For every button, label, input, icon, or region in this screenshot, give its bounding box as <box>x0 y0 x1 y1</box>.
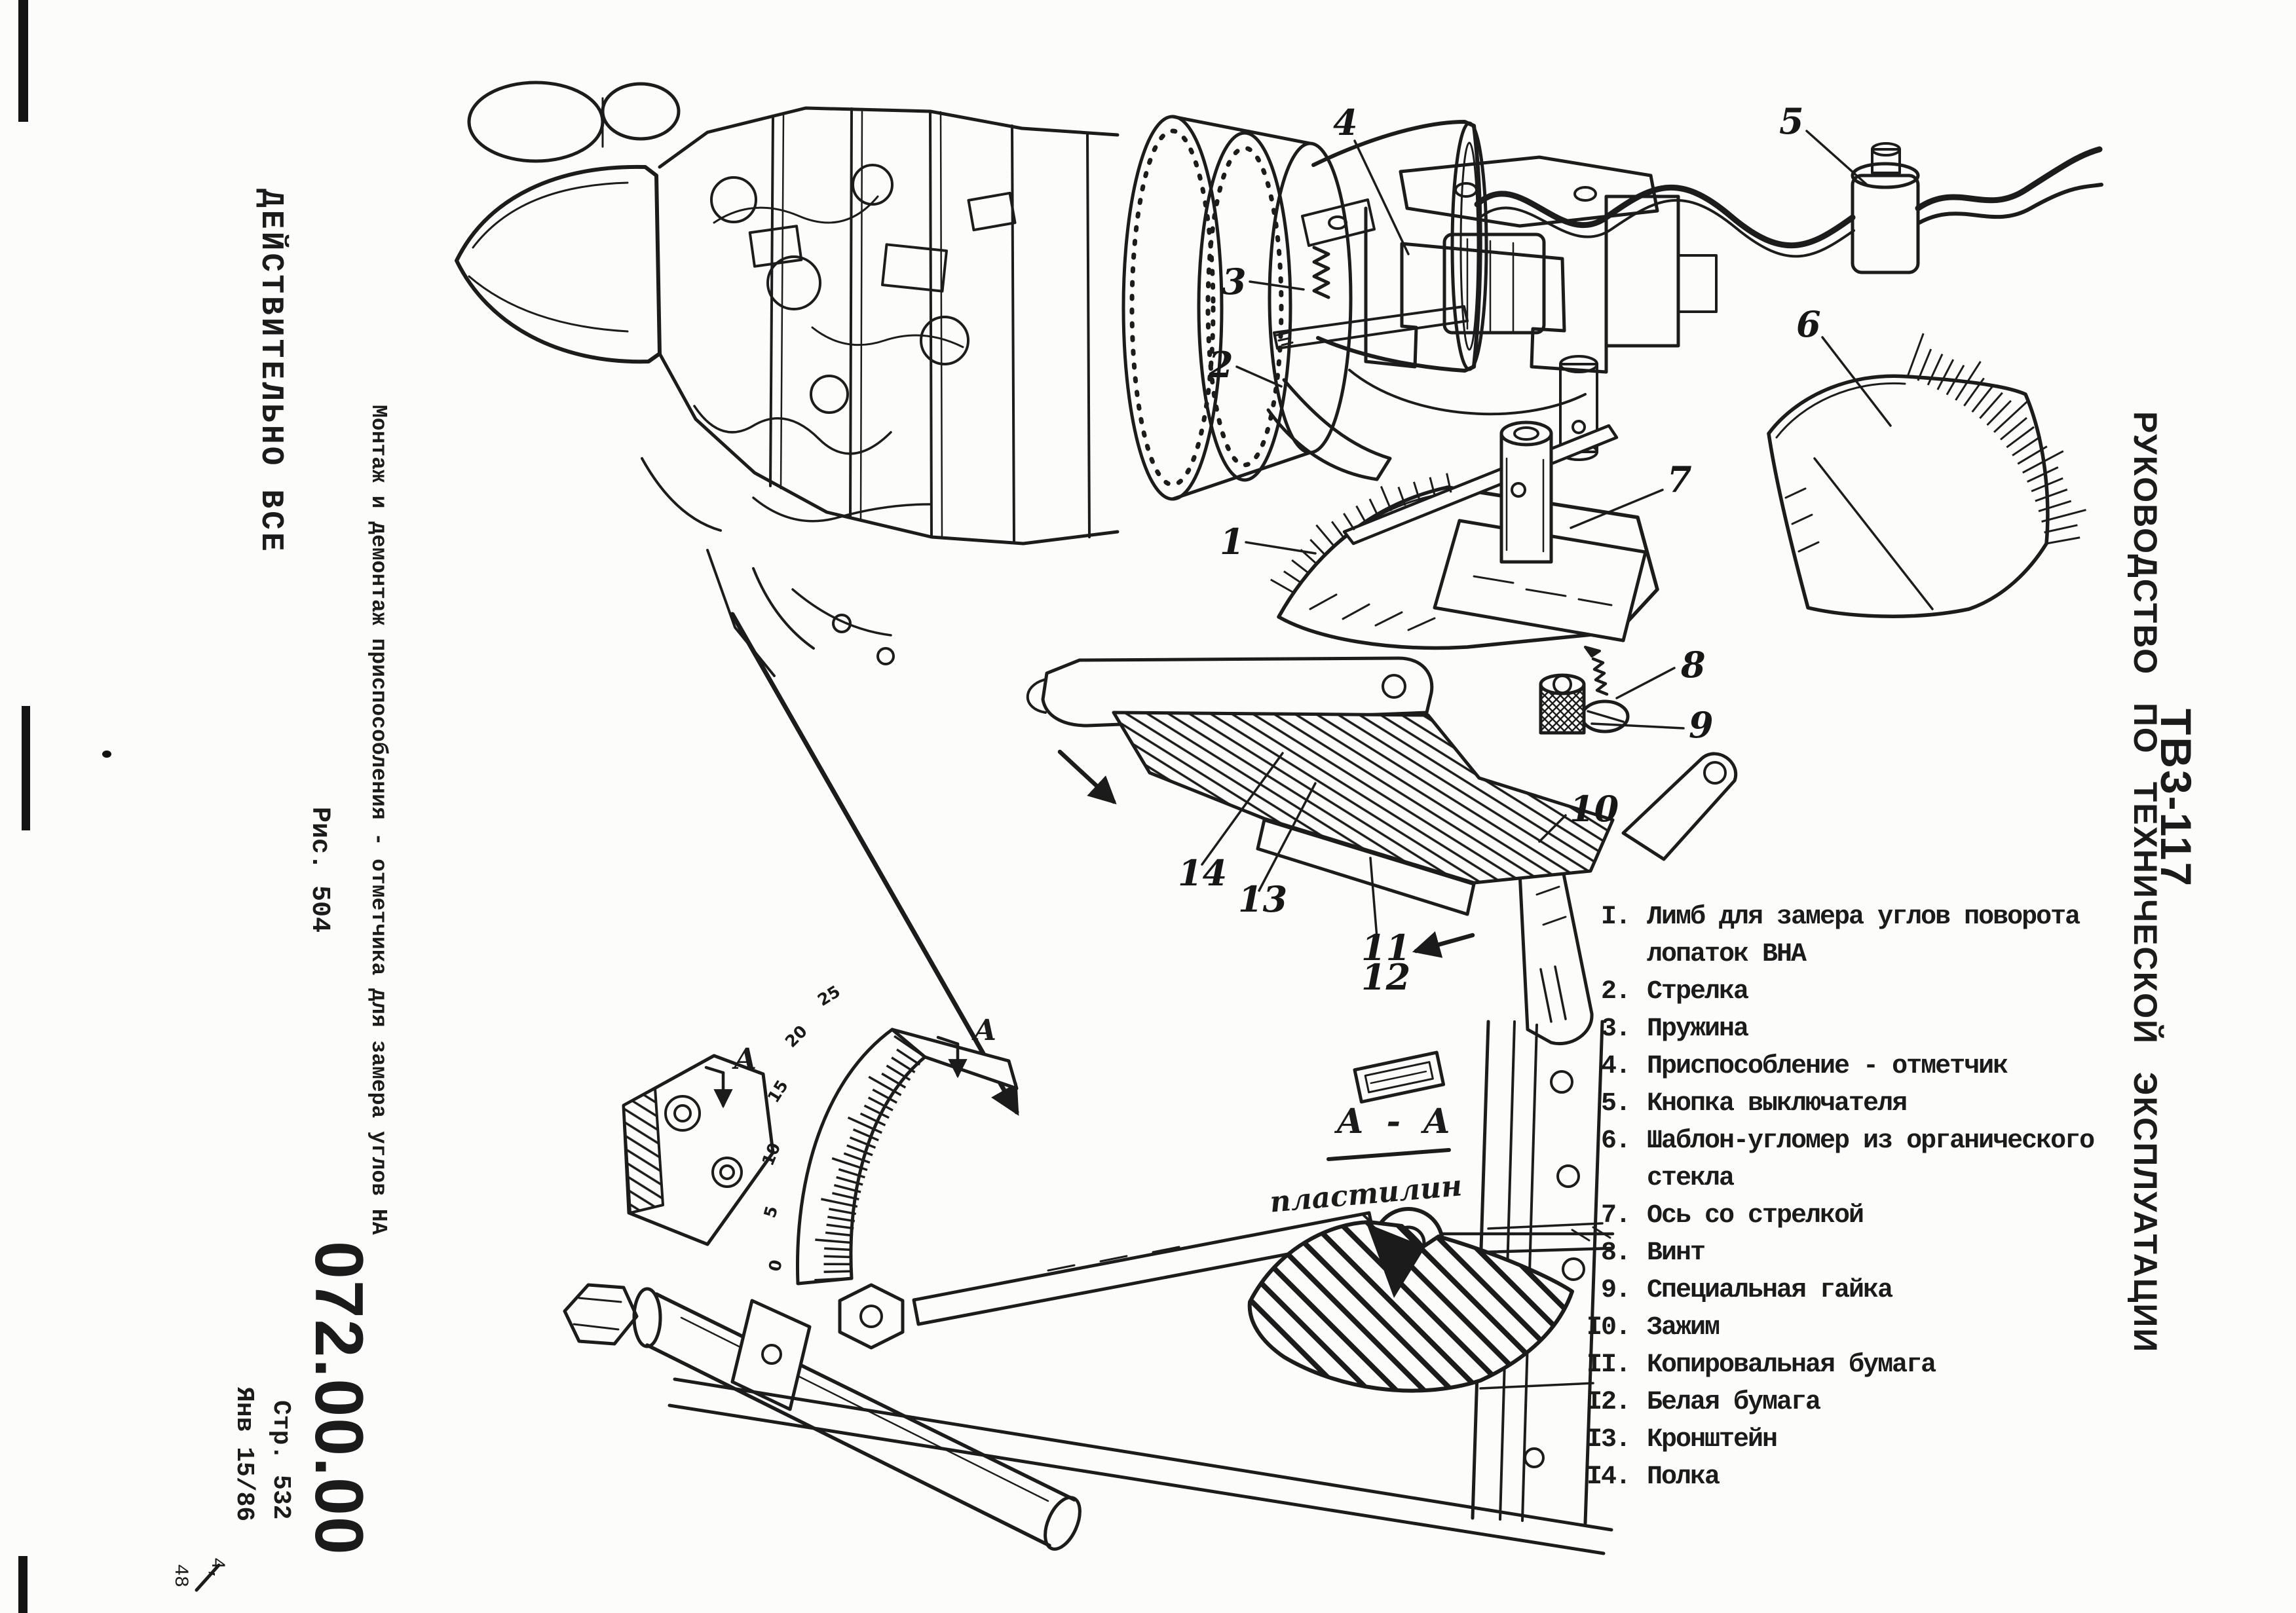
callout-14: 14 <box>1178 852 1228 894</box>
parts-list-item-number: I3. <box>1586 1425 1631 1455</box>
callout-10: 10 <box>1570 788 1619 830</box>
parts-list-item-number: I0. <box>1586 1313 1631 1343</box>
marker-device-exploded <box>1273 142 2103 1046</box>
figure-caption: Монтаж и демонтаж приспособления - отмет… <box>366 405 390 1235</box>
parts-list-item-number: I2. <box>1586 1388 1631 1417</box>
parts-list-item-13: I3. Кронштейн <box>1570 1421 2211 1458</box>
callout-7: 7 <box>1667 458 1692 500</box>
parts-list-item-number: 2. <box>1600 977 1631 1007</box>
parts-list-item-5: 5. Кнопка выключателя <box>1570 1085 2211 1122</box>
parts-list-item-text: стекла <box>1647 1164 1735 1193</box>
callout-2: 2 <box>1209 344 1233 386</box>
corner-mark-2: 48 <box>169 1564 191 1588</box>
sector-scale-ticks <box>814 1035 926 1282</box>
callout-4: 4 <box>1333 102 1358 143</box>
parts-list-item-text: Белая бумага <box>1647 1388 1821 1417</box>
parts-list-item-text: лопаток ВНА <box>1647 940 1807 969</box>
parts-list-item-text: Полка <box>1647 1462 1720 1492</box>
parts-list-item-6: стекла <box>1570 1160 2211 1197</box>
parts-list-item-number: 7. <box>1600 1201 1631 1231</box>
parts-list-item-14: I4. Полка <box>1570 1458 2211 1496</box>
parts-list: I. Лимб для замера углов поворота лопаток … <box>1570 899 2211 1496</box>
parts-list-item-text: Специальная гайка <box>1647 1276 1893 1305</box>
callout-13: 13 <box>1238 878 1288 920</box>
figure-number: Рис. 504 <box>305 807 334 933</box>
parts-list-item-7: 7. Ось со стрелкой <box>1570 1197 2211 1234</box>
limb-scale-ticks <box>1270 473 1452 594</box>
engine-drawing <box>455 81 1488 677</box>
parts-list-item-number: 6. <box>1600 1126 1631 1156</box>
parts-list-item-1: I. Лимб для замера углов поворота <box>1570 899 2211 936</box>
template-scale-ticks <box>1906 333 2086 545</box>
detail-arrow <box>730 612 1019 1116</box>
parts-list-item-text: Лимб для замера углов поворота <box>1647 902 2080 932</box>
parts-list-item-number: 9. <box>1600 1276 1631 1305</box>
parts-list-item-text: Кронштейн <box>1647 1425 1778 1455</box>
parts-list-item-text: Пружина <box>1647 1014 1749 1044</box>
callout-6: 6 <box>1796 303 1821 345</box>
parts-list-item-number: II. <box>1586 1350 1631 1380</box>
revision-date: Янв 15/86 <box>230 1387 258 1522</box>
callout-12: 12 <box>1361 956 1411 998</box>
parts-list-item-number: 3. <box>1600 1014 1631 1044</box>
parts-list-item-number: 8. <box>1600 1238 1631 1268</box>
callout-9: 9 <box>1689 704 1714 746</box>
parts-list-item-number: I. <box>1600 902 1631 932</box>
parts-list-item-8: 8. Винт <box>1570 1234 2211 1272</box>
parts-list-item-number: 5. <box>1600 1089 1631 1119</box>
callout-leaders <box>1201 130 1892 939</box>
parts-list-item-1: лопаток ВНА <box>1570 936 2211 973</box>
page-number: Стр. 532 <box>267 1400 295 1520</box>
section-label: А - А <box>1336 1102 1456 1141</box>
callout-11: 11 <box>1361 927 1411 969</box>
cut-mark-a-right: А <box>973 1014 997 1047</box>
bracket-shelf-assembly <box>1026 656 1615 1104</box>
binding-marks <box>18 0 30 1613</box>
parts-list-item-text: Зажим <box>1647 1313 1720 1343</box>
corner-mark-1: 4, <box>206 1557 228 1582</box>
callout-5: 5 <box>1779 100 1804 142</box>
parts-list-item-number: I4. <box>1586 1462 1631 1492</box>
section-code: 072.00.00 <box>301 1241 377 1556</box>
callout-1: 1 <box>1220 521 1245 563</box>
parts-list-item-11: II. Копировальная бумага <box>1570 1346 2211 1384</box>
callout-8: 8 <box>1681 644 1706 686</box>
parts-list-item-number: 4. <box>1600 1052 1631 1081</box>
scan-speck <box>102 751 111 758</box>
parts-list-item-9: 9. Специальная гайка <box>1570 1272 2211 1309</box>
parts-list-item-12: I2. Белая бумага <box>1570 1384 2211 1421</box>
parts-list-item-4: 4. Приспособление - отметчик <box>1570 1048 2211 1085</box>
parts-list-item-text: Винт <box>1647 1238 1706 1268</box>
parts-list-item-text: Стрелка <box>1647 977 1749 1007</box>
section-a-a <box>1247 1148 1574 1393</box>
callout-3: 3 <box>1222 261 1247 303</box>
parts-list-item-2: 2. Стрелка <box>1570 973 2211 1010</box>
validity-stamp: ДЕЙСТВИТЕЛЬНО ВСЕ <box>253 189 288 554</box>
cut-mark-a-left: А <box>734 1043 757 1076</box>
parts-list-item-number <box>1570 936 1630 973</box>
parts-list-item-text: Приспособление - отметчик <box>1647 1052 2008 1081</box>
parts-list-item-10: I0. Зажим <box>1570 1309 2211 1346</box>
parts-list-item-6: 6. Шаблон-угломер из органического <box>1570 1122 2211 1160</box>
parts-list-item-text: Ось со стрелкой <box>1647 1201 1864 1231</box>
parts-list-item-3: 3. Пружина <box>1570 1010 2211 1048</box>
parts-list-item-text: Кнопка выключателя <box>1647 1089 1908 1119</box>
parts-list-item-number <box>1570 1160 1630 1197</box>
parts-list-item-text: Копировальная бумага <box>1647 1350 1936 1380</box>
parts-list-item-text: Шаблон-угломер из органического <box>1647 1126 2095 1156</box>
